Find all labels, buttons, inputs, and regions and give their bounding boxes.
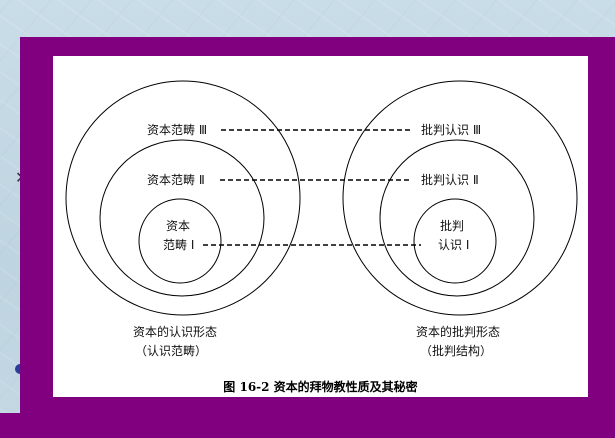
figure-panel: 资本范畴 Ⅲ 资本范畴 Ⅱ 资本 范畴 Ⅰ 资本的认识形态 （认识范畴） 批判认… [53,56,588,397]
left-middle-circle [99,139,265,297]
right-inner-circle [413,198,497,284]
right-group-title: 资本的批判形态 [416,325,501,339]
right-outer-circle [342,80,578,316]
right-ring-1-label-line2: 认识 Ⅰ [438,238,470,252]
left-outer-circle [65,80,301,316]
purple-frame-bottom [0,413,615,438]
left-ring-2-label: 资本范畴 Ⅱ [147,173,205,187]
right-ring-3-label: 批判认识 Ⅲ [421,123,482,137]
left-ring-1-label-line1: 资本 [166,219,191,233]
left-group-subtitle: （认识范畴） [135,344,208,358]
right-ring-1-label-line1: 批判 [440,219,465,233]
right-ring-2-label: 批判认识 Ⅱ [421,173,479,187]
left-ring-3-label: 资本范畴 Ⅲ [147,123,208,137]
right-middle-circle [379,139,535,297]
figure-caption: 图 16-2 资本的拜物教性质及其秘密 [223,380,418,394]
right-group-subtitle: （批判结构） [420,344,493,358]
background-text-fragment: ✕ [15,168,21,188]
left-group-title: 资本的认识形态 [133,325,218,339]
left-ring-1-label-line2: 范畴 Ⅰ [163,238,195,252]
left-inner-circle [138,198,222,284]
concentric-circles-diagram [65,80,578,316]
bullet-icon [15,364,22,374]
